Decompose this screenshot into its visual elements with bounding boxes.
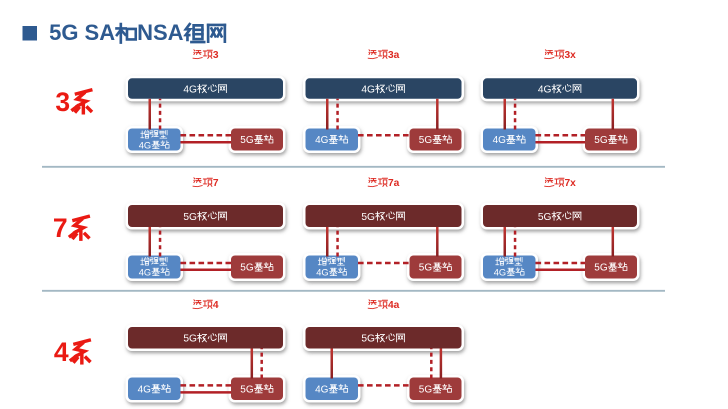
svg-text:4G: 4G bbox=[361, 84, 375, 95]
svg-text:5G: 5G bbox=[419, 384, 433, 395]
svg-text:5G: 5G bbox=[594, 263, 608, 274]
svg-text:NSA: NSA bbox=[137, 20, 184, 45]
svg-text:5G: 5G bbox=[594, 135, 608, 146]
svg-text:3x: 3x bbox=[565, 50, 577, 61]
svg-text:7a: 7a bbox=[388, 178, 400, 189]
svg-text:4G: 4G bbox=[316, 267, 328, 277]
svg-text:5G: 5G bbox=[183, 334, 197, 345]
svg-text:4G: 4G bbox=[139, 267, 151, 277]
svg-text:5G: 5G bbox=[538, 212, 552, 223]
svg-text:5G: 5G bbox=[361, 334, 375, 345]
svg-text:4G: 4G bbox=[138, 384, 152, 395]
svg-text:4: 4 bbox=[54, 337, 69, 367]
svg-text:5G: 5G bbox=[240, 135, 254, 146]
svg-text:5G: 5G bbox=[183, 212, 197, 223]
svg-text:4a: 4a bbox=[388, 300, 400, 311]
svg-text:4G: 4G bbox=[538, 84, 552, 95]
svg-text:4: 4 bbox=[213, 300, 219, 311]
svg-text:5G SA: 5G SA bbox=[49, 20, 115, 45]
svg-text:4G: 4G bbox=[315, 384, 329, 395]
svg-text:4G: 4G bbox=[315, 135, 329, 146]
svg-text:5G: 5G bbox=[419, 263, 433, 274]
svg-text:4G: 4G bbox=[183, 84, 197, 95]
svg-text:5G: 5G bbox=[361, 212, 375, 223]
svg-text:7x: 7x bbox=[565, 178, 577, 189]
svg-text:3: 3 bbox=[55, 87, 70, 117]
svg-text:5G: 5G bbox=[419, 135, 433, 146]
svg-text:7: 7 bbox=[53, 213, 68, 243]
svg-text:4G: 4G bbox=[139, 140, 151, 150]
svg-text:3a: 3a bbox=[388, 50, 400, 61]
svg-text:5G: 5G bbox=[240, 384, 254, 395]
svg-text:3: 3 bbox=[213, 50, 219, 61]
svg-text:7: 7 bbox=[213, 178, 219, 189]
svg-text:4G: 4G bbox=[494, 267, 506, 277]
svg-text:5G: 5G bbox=[240, 263, 254, 274]
svg-text:4G: 4G bbox=[493, 135, 507, 146]
